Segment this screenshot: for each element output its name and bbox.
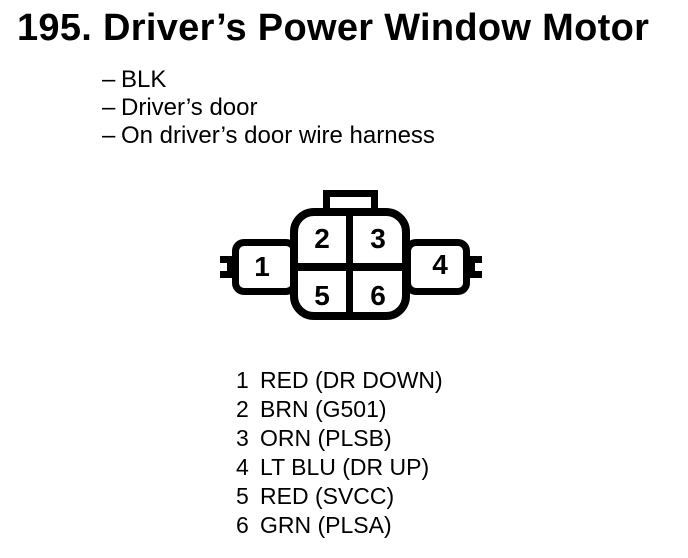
note-text: On driver’s door wire harness [121, 122, 435, 149]
pin-wire-label: RED (DR DOWN) [260, 367, 443, 393]
cavity-label-6: 6 [370, 280, 386, 311]
pin-number: 2 [236, 396, 249, 422]
cavity-label-4: 4 [432, 249, 448, 280]
pin-number: 1 [236, 367, 249, 393]
connector-right-wing [404, 239, 470, 295]
cavity-label-2: 2 [314, 223, 330, 254]
pin-number: 6 [236, 512, 249, 538]
note-item: – On driver’s door wire harness [102, 122, 435, 150]
note-item: – BLK [102, 66, 435, 94]
pin-wire-label: RED (SVCC) [260, 483, 395, 509]
pin-number: 3 [236, 425, 249, 451]
note-text: BLK [121, 66, 167, 93]
pin-row: 1 RED (DR DOWN) [236, 366, 443, 395]
cavity-label-3: 3 [370, 223, 386, 254]
pin-list: 1 RED (DR DOWN) 2 BRN (G501) 3 ORN (PLSB… [236, 366, 443, 540]
keying-notch-right [466, 256, 483, 278]
note-bullet: – [102, 122, 116, 149]
note-item: – Driver’s door [102, 94, 435, 122]
pin-row: 2 BRN (G501) [236, 395, 443, 424]
pin-wire-label: LT BLU (DR UP) [260, 454, 430, 480]
notes-list: – BLK – Driver’s door – On driver’s door… [102, 66, 435, 150]
connector-diagram: 1 2 3 4 5 6 [219, 186, 483, 326]
cavity-label-5: 5 [314, 280, 330, 311]
page-title: 195. Driver’s Power Window Motor [17, 7, 650, 49]
cavity-label-1: 1 [254, 251, 270, 282]
connector-body [290, 208, 410, 320]
note-bullet: – [102, 66, 116, 93]
pin-row: 5 RED (SVCC) [236, 482, 443, 511]
pin-number: 4 [236, 454, 249, 480]
pin-wire-label: BRN (G501) [260, 396, 387, 422]
pin-wire-label: ORN (PLSB) [260, 425, 392, 451]
pin-wire-label: GRN (PLSA) [260, 512, 392, 538]
pin-number: 5 [236, 483, 249, 509]
connector-horizontal-divider [298, 263, 402, 271]
pin-row: 6 GRN (PLSA) [236, 511, 443, 540]
pin-row: 3 ORN (PLSB) [236, 424, 443, 453]
pin-row: 4 LT BLU (DR UP) [236, 453, 443, 482]
note-text: Driver’s door [121, 94, 258, 121]
note-bullet: – [102, 94, 116, 121]
